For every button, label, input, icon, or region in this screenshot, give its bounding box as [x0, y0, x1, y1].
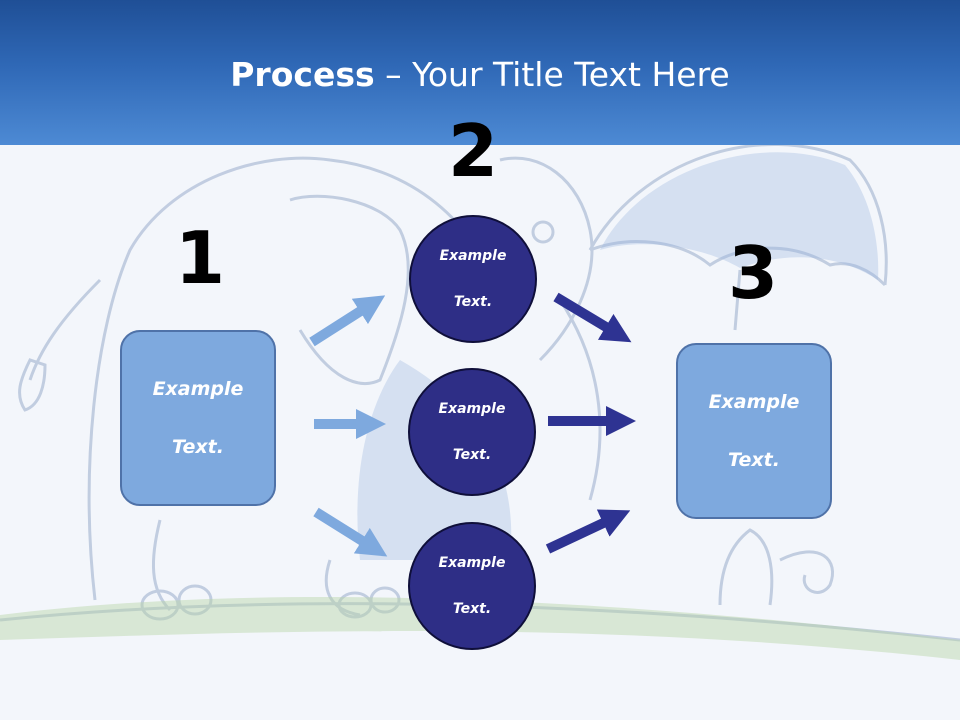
left-box-line2: Text. — [172, 435, 224, 458]
arrow-from-circle-1 — [553, 292, 632, 343]
arrow-from-circle-3 — [545, 509, 631, 554]
header-band — [0, 0, 960, 145]
left-box-line1: Example — [152, 377, 244, 400]
circle-3-line2: Text. — [452, 600, 492, 617]
circle-1-line1: Example — [439, 247, 507, 264]
circle-2-line1: Example — [438, 400, 506, 417]
title-rest: – Your Title Text Here — [374, 55, 730, 94]
step-number-3: 3 — [727, 231, 779, 315]
step-number-1: 1 — [174, 216, 226, 300]
circle-3-line1: Example — [438, 554, 506, 571]
arrow-to-circle-1 — [309, 295, 386, 347]
slide-title: Process – Your Title Text Here — [0, 55, 960, 95]
arrow-to-circle-3 — [313, 507, 388, 557]
step-number-2: 2 — [447, 109, 499, 193]
right-box-line1: Example — [708, 390, 800, 413]
circle-1-line2: Text. — [453, 293, 493, 310]
title-bold: Process — [230, 55, 375, 94]
right-box-line2: Text. — [728, 448, 780, 471]
circle-2-line2: Text. — [452, 446, 492, 463]
